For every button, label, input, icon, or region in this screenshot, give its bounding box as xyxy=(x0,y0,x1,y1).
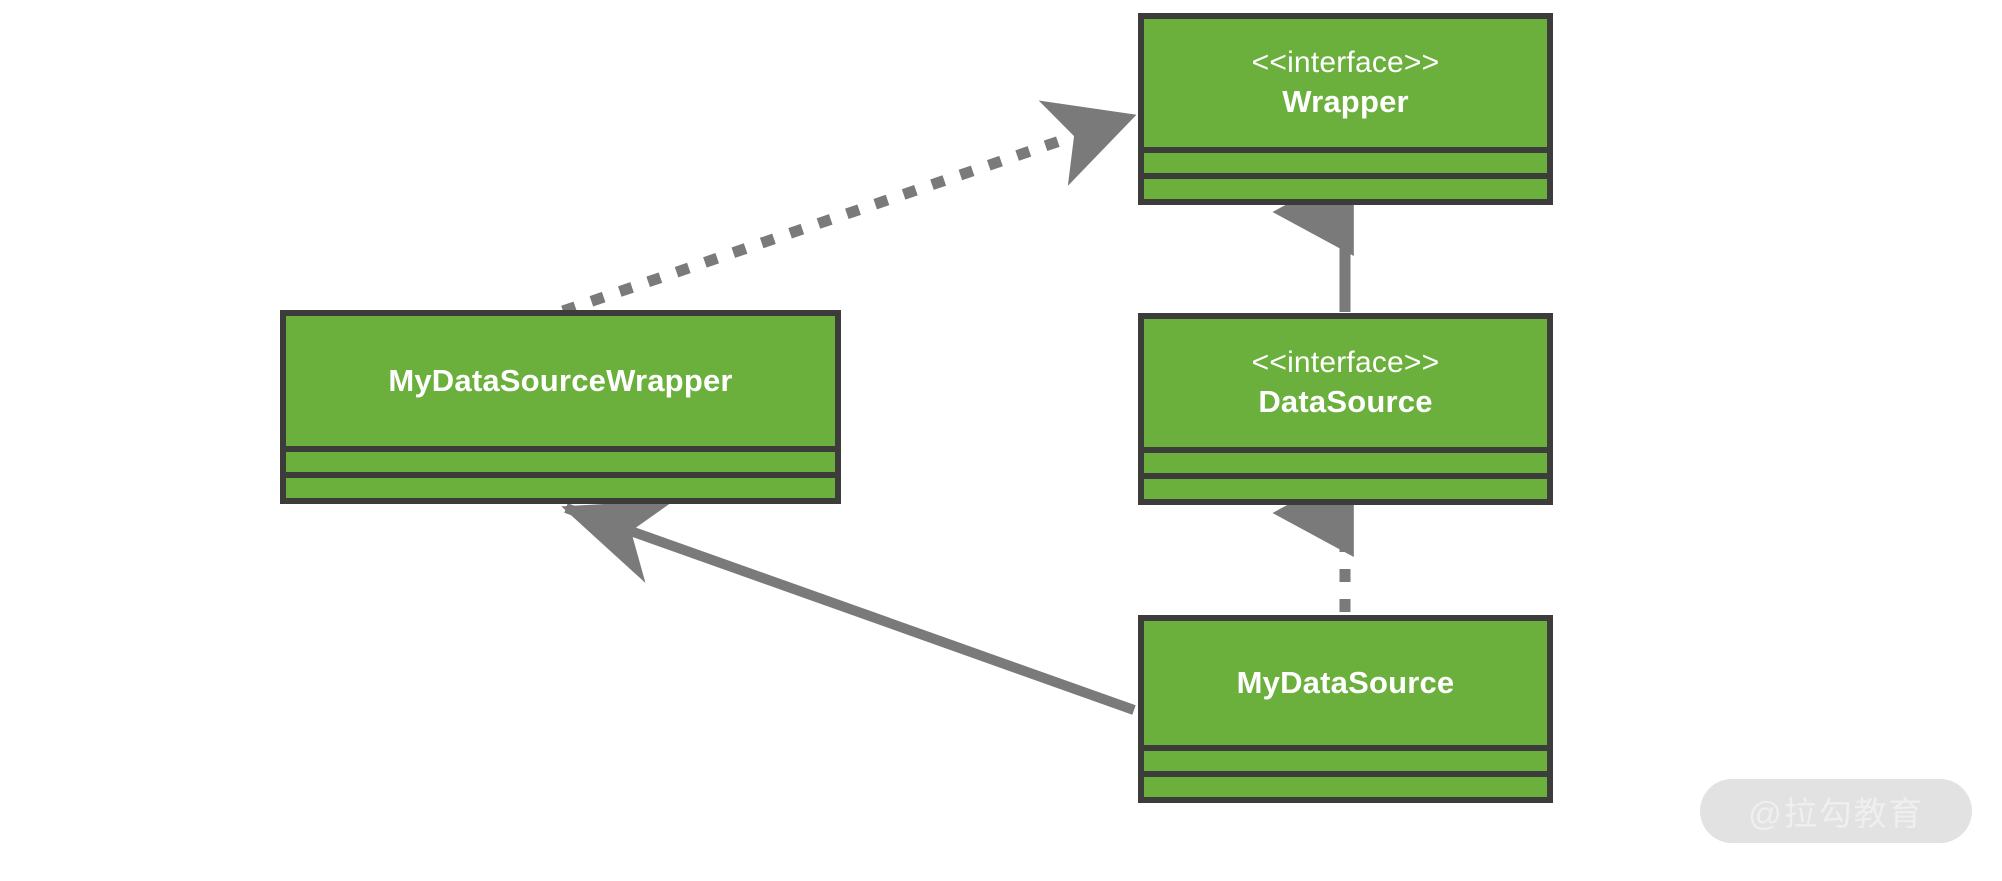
mydatasourcewrapper-class-name: MyDataSourceWrapper xyxy=(388,363,733,399)
mydatasource-name-compartment: MyDataSource xyxy=(1144,621,1547,745)
datasource-name-compartment: <<interface>> DataSource xyxy=(1144,319,1547,447)
uml-class-wrapper[interactable]: <<interface>> Wrapper xyxy=(1138,13,1553,205)
uml-class-mydatasource[interactable]: MyDataSource xyxy=(1138,615,1553,803)
uml-class-mydatasourcewrapper[interactable]: MyDataSourceWrapper xyxy=(280,310,841,504)
wrapper-class-name: Wrapper xyxy=(1282,84,1409,120)
wrapper-stereotype: <<interface>> xyxy=(1251,45,1440,79)
datasource-stereotype: <<interface>> xyxy=(1251,345,1440,379)
watermark: @拉勾教育 xyxy=(1700,779,1972,843)
mydatasource-operations-compartment xyxy=(1144,777,1547,797)
mydatasourcewrapper-name-compartment: MyDataSourceWrapper xyxy=(286,316,835,446)
wrapper-operations-compartment xyxy=(1144,179,1547,199)
uml-class-datasource[interactable]: <<interface>> DataSource xyxy=(1138,313,1553,505)
edge-mydatasource-associates-mydatasourcewrapper xyxy=(561,500,1136,715)
datasource-operations-compartment xyxy=(1144,479,1547,499)
datasource-attributes-compartment xyxy=(1144,453,1547,473)
datasource-class-name: DataSource xyxy=(1258,384,1433,420)
wrapper-name-compartment: <<interface>> Wrapper xyxy=(1144,19,1547,147)
edge-mydatasourcewrapper-implements-wrapper xyxy=(561,100,1137,317)
mydatasourcewrapper-attributes-compartment xyxy=(286,452,835,472)
mydatasourcewrapper-operations-compartment xyxy=(286,478,835,498)
wrapper-attributes-compartment xyxy=(1144,153,1547,173)
mydatasource-attributes-compartment xyxy=(1144,751,1547,771)
mydatasource-class-name: MyDataSource xyxy=(1236,665,1455,701)
watermark-text: @拉勾教育 xyxy=(1748,795,1924,832)
